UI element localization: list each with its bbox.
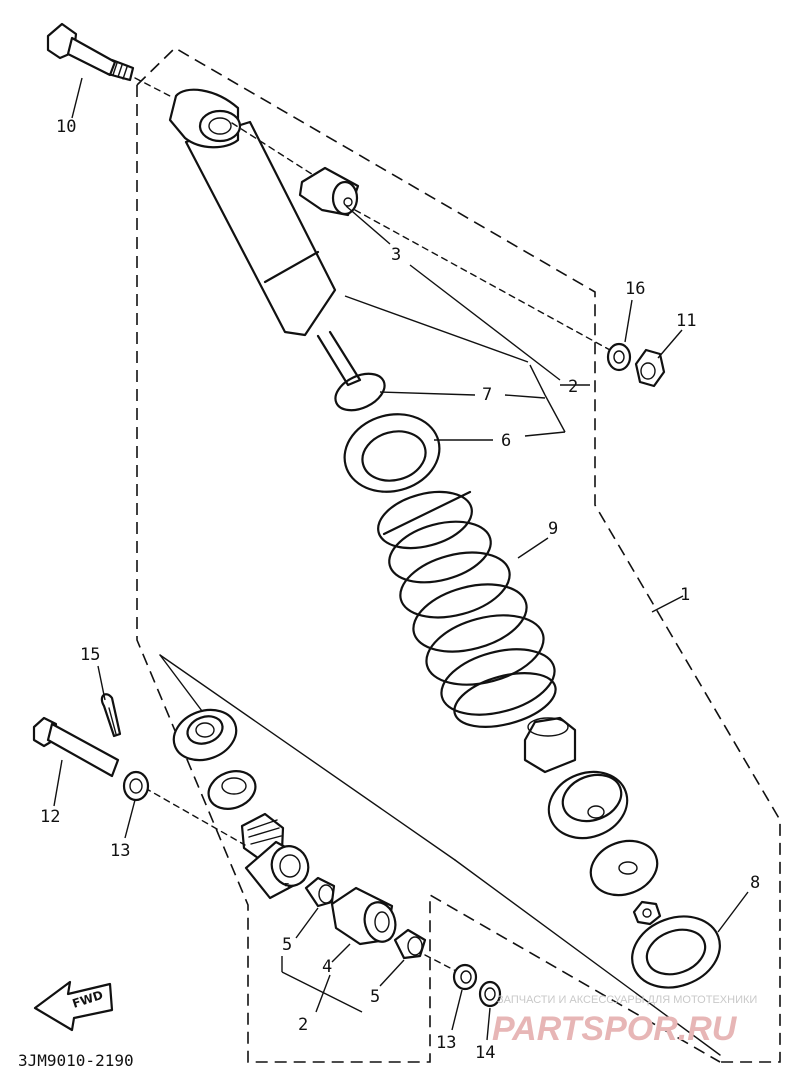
lower-seat-cup — [547, 770, 629, 840]
watermark-brand: PARTSPOR.RU — [492, 1010, 738, 1048]
lower-top-washer — [172, 708, 238, 762]
part-label-15: 15 — [80, 645, 100, 665]
part-label-13-left: 13 — [110, 841, 130, 861]
part-label-4: 4 — [322, 957, 332, 977]
part-label-13-right: 13 — [436, 1033, 456, 1053]
washer-13-right — [452, 963, 478, 991]
spring-seat-6 — [343, 413, 441, 493]
lower-group-outline — [159, 654, 721, 1056]
washer-16 — [606, 342, 632, 372]
part-label-12: 12 — [40, 807, 60, 827]
plate-washer — [589, 839, 659, 897]
part-label-5-b: 5 — [370, 987, 380, 1007]
part-label-5-a: 5 — [282, 935, 292, 955]
part-label-9: 9 — [548, 519, 558, 539]
nut-14 — [478, 980, 502, 1008]
part-label-11: 11 — [676, 311, 696, 331]
part-label-7: 7 — [482, 385, 492, 405]
adjuster-ring-8 — [631, 915, 721, 989]
bolt-10 — [46, 22, 171, 97]
washer-13-left — [122, 770, 150, 802]
part-label-1: 1 — [680, 585, 690, 605]
watermark: ЗАПЧАСТИ И АКСЕССУАРЫ ДЛЯ МОТОТЕХНИКИ PA… — [492, 994, 757, 1048]
collar-5-upper — [304, 876, 336, 908]
leader-lines — [53, 77, 749, 1041]
lower-second-washer — [207, 770, 257, 810]
lower-clevis — [240, 812, 310, 900]
watermark-caption: ЗАПЧАСТИ И АКСЕССУАРЫ ДЛЯ МОТОТЕХНИКИ — [497, 994, 757, 1006]
diagram-code: 3JM9010-2190 — [18, 1051, 134, 1070]
bump-stop — [523, 716, 577, 774]
part-label-16: 16 — [625, 279, 645, 299]
spring-9 — [377, 490, 557, 728]
part-label-10: 10 — [56, 117, 76, 137]
small-nut — [632, 900, 662, 926]
bushing-4 — [330, 886, 397, 946]
shock-absorber-body — [168, 88, 362, 387]
part-label-3: 3 — [391, 245, 401, 265]
collar-5-lower — [393, 928, 459, 973]
part-label-6: 6 — [501, 431, 511, 451]
bolt-12 — [32, 716, 246, 846]
part-label-2-upper: 2 — [568, 377, 578, 397]
bushing-3 — [298, 166, 611, 351]
part-number-labels: 10 1 2 2 3 4 5 5 5 6 7 8 9 11 12 13 13 1… — [40, 117, 760, 1063]
part-label-5-c: 5 — [284, 882, 290, 893]
cotter-pin-15 — [100, 693, 122, 738]
assembly-boundary — [136, 47, 781, 1063]
fwd-arrow-icon: FWD — [33, 980, 114, 1032]
nut-11 — [634, 348, 666, 388]
circlip-7 — [334, 372, 386, 412]
part-label-8: 8 — [750, 873, 760, 893]
part-label-14: 14 — [475, 1043, 495, 1063]
part-label-2-lower: 2 — [298, 1015, 308, 1035]
